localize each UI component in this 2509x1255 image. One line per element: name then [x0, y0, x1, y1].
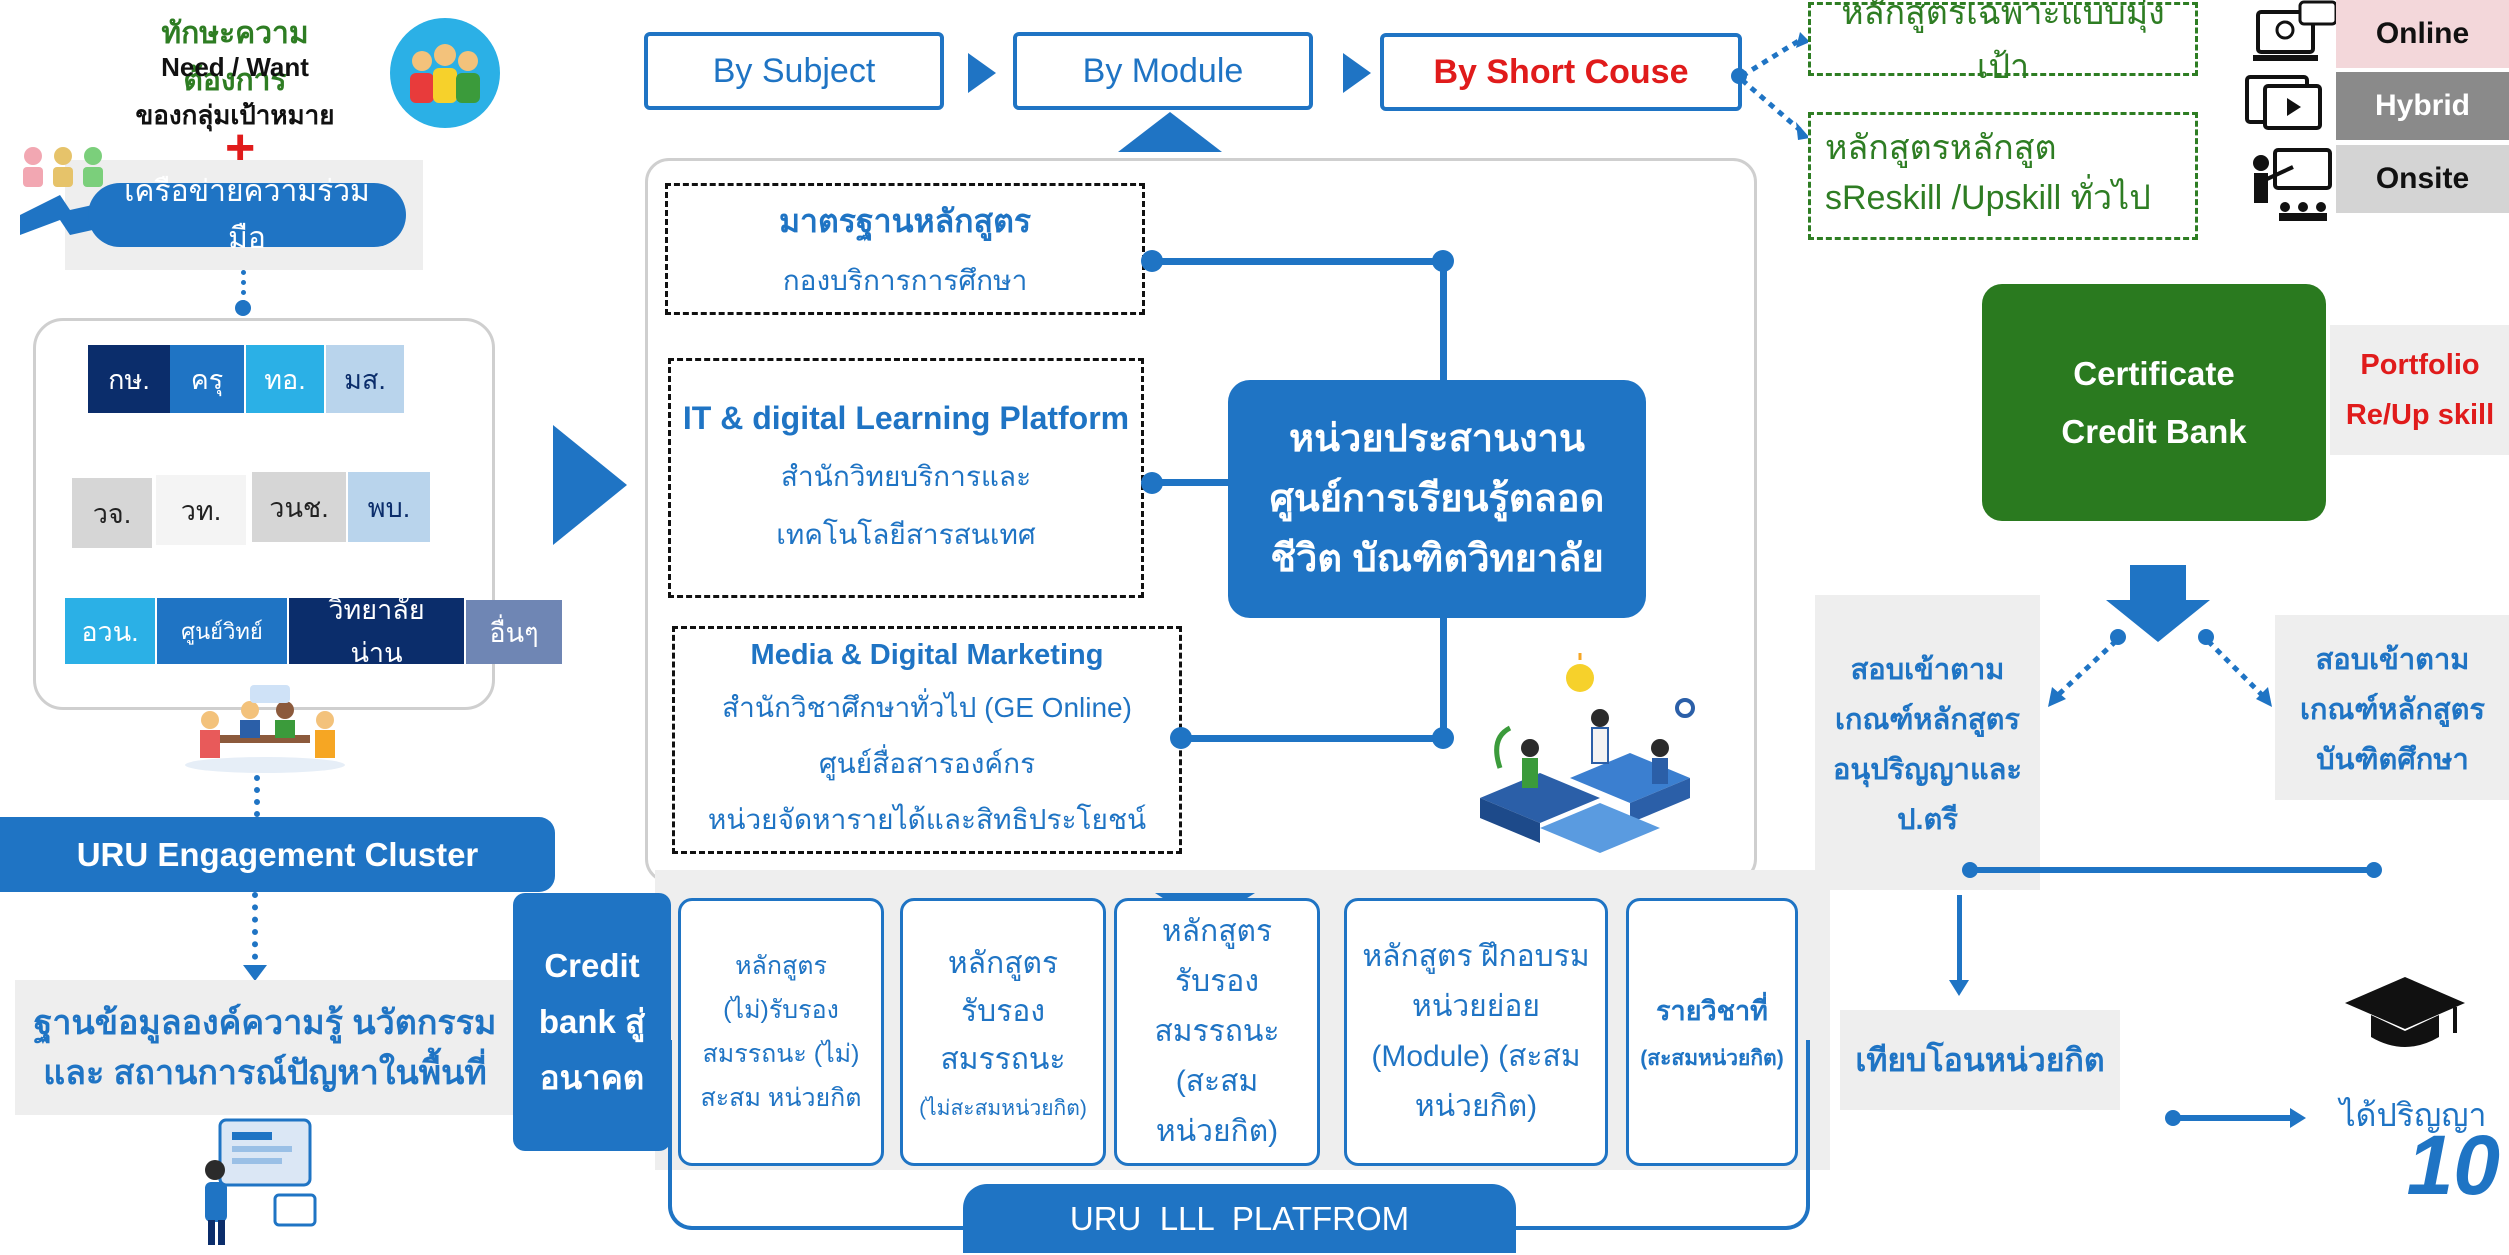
partner-tag: วจ. [72, 478, 152, 548]
knowledge-panel [15, 980, 515, 1115]
reskill-course-box: หลักสูตรหลักสูต sReskill /Upskill ทั่วไป [1808, 112, 2198, 240]
connector-cluster-knowledge [252, 892, 258, 972]
partner-tag: พบ. [348, 472, 430, 542]
arrow-down-icon [1949, 980, 1969, 996]
mode-online: Online [2336, 0, 2509, 68]
media-title: Media & Digital Marketing [750, 638, 1104, 671]
knowledge-base-text: ฐานข้อมูลองค์ความรู้ นวัตกรรม และ สถานกา… [33, 1003, 497, 1092]
module-up-arrow-icon [1118, 112, 1222, 152]
graduation-cap-icon [2343, 975, 2468, 1055]
need-subtitle: Need / Want [161, 52, 309, 82]
transfer-text: เทียบโอนหน่วยกิต [1855, 1041, 2105, 1078]
hybrid-icon [2245, 72, 2335, 142]
exam-right-panel [2275, 615, 2509, 800]
course-card: หลักสูตร (ไม่)รับรอง สมรรถนะ (ไม่) สะสม … [678, 898, 884, 1166]
lll-platform-label: URU LLL PLATFROM [963, 1184, 1516, 1253]
targeted-course-box: หลักสูตรเฉพาะแบบมุ่งเป้า [1808, 0, 2198, 86]
connector-line [1440, 615, 1447, 735]
connector-line [1957, 895, 1962, 985]
media-sub3: หน่วยจัดหารายได้และสิทธิประโยชน์ [707, 803, 1147, 835]
media-sub2: ศูนย์สื่อสารองค์กร [818, 747, 1036, 779]
person-laptop-illustration [180, 1110, 330, 1250]
meeting-illustration [180, 680, 350, 775]
portfolio-panel [2330, 325, 2509, 455]
degree-text: ได้ปริญญา [2339, 1097, 2487, 1133]
by-short-course-button[interactable]: By Short Couse [1380, 33, 1742, 111]
page-number: 10 [2406, 1118, 2500, 1212]
partner-tag: ทอ. [246, 345, 324, 413]
connector-dot [2366, 862, 2382, 878]
short-course-connectors [1740, 32, 1810, 140]
mode-onsite: Onsite [2336, 145, 2509, 213]
course-note: (สะสมหน่วยกิต) [1640, 1047, 1784, 1070]
partner-tag: มส. [326, 345, 404, 413]
flow-arrow-icon [1343, 53, 1371, 93]
partner-tag: วนช. [252, 472, 346, 542]
course-card: รายวิชาที่ (สะสมหน่วยกิต) [1626, 898, 1798, 1166]
partner-tag: ครุ [170, 345, 244, 413]
onsite-icon [2245, 145, 2335, 225]
connector-partners-cluster [254, 775, 260, 817]
connector-dot [235, 300, 251, 316]
partner-tag: กษ. [88, 345, 170, 413]
by-subject-button[interactable]: By Subject [644, 32, 944, 110]
flow-arrow-icon [968, 53, 996, 93]
course-title: หลักสูตร ฝึกอบรมหน่วยย่อย (Module) (สะสม… [1362, 940, 1590, 1123]
course-note: (ไม่สะสมหน่วยกิต) [919, 1096, 1087, 1120]
course-card: หลักสูตร รับรองสมรรถนะ (สะสมหน่วยกิต) [1114, 898, 1320, 1166]
connector-line [1150, 258, 1446, 265]
connector-line [1150, 479, 1240, 486]
arrow-right-icon [2290, 1108, 2306, 1128]
course-title: หลักสูตร รับรองสมรรถนะ [940, 946, 1066, 1076]
puzzle-team-illustration [1470, 648, 1730, 868]
it-platform-title: IT & digital Learning Platform [682, 399, 1130, 436]
exam-left-panel [1815, 595, 2040, 890]
certificate-credit-bank: Certificate Credit Bank [1982, 284, 2326, 521]
connector-network-partners [241, 270, 246, 315]
exam-left-text: สอบเข้าตาม เกณฑ์หลักสูตร อนุปริญญาและ ป.… [1833, 654, 2022, 836]
media-box: Media & Digital Marketing สำนักวิชาศึกษา… [672, 626, 1182, 854]
partner-tag: วิทยาลัยน่าน [289, 595, 464, 668]
standard-subtitle: กองบริการการศึกษา [782, 264, 1028, 296]
course-card: หลักสูตร รับรองสมรรถนะ (ไม่สะสมหน่วยกิต) [900, 898, 1106, 1166]
mode-hybrid: Hybrid [2336, 72, 2509, 140]
course-title: รายวิชาที่ [1656, 996, 1768, 1026]
connector-line [2175, 1115, 2293, 1121]
need-target: ของกลุ่มเป้าหมาย [135, 100, 335, 130]
transfer-panel [1840, 1010, 2120, 1110]
it-platform-box: IT & digital Learning Platform สำนักวิทย… [668, 358, 1144, 598]
course-title: หลักสูตร (ไม่)รับรอง สมรรถนะ (ไม่) สะสม … [700, 952, 862, 1112]
big-down-arrow-icon [2130, 565, 2186, 605]
need-title: ทักษะความต้องการ [161, 17, 309, 97]
media-sub1: สำนักวิชาศึกษาทั่วไป (GE Online) [722, 691, 1132, 723]
it-platform-sub1: สำนักวิทยบริการและ [780, 460, 1032, 492]
exam-right-text: สอบเข้าตาม เกณฑ์หลักสูตร บันฑิตศึกษา [2299, 644, 2485, 776]
hub-box: หน่วยประสานงานศูนย์การเรียนรู้ตลอดชีวิต … [1228, 380, 1646, 618]
by-module-button[interactable]: By Module [1013, 32, 1313, 110]
connector-dot [2165, 1110, 2181, 1126]
course-title: หลักสูตร รับรองสมรรถนะ (สะสมหน่วยกิต) [1154, 915, 1280, 1148]
forward-arrow-icon [553, 425, 627, 545]
people-group-icon [390, 18, 500, 128]
standard-title: มาตรฐานหลักสูตร [778, 202, 1032, 239]
cluster-label: URU Engagement Cluster [0, 817, 555, 892]
partner-tag: อื่นๆ [466, 600, 562, 664]
course-card: หลักสูตร ฝึกอบรมหน่วยย่อย (Module) (สะสม… [1344, 898, 1608, 1166]
it-platform-sub2: เทคโนโลยีสารสนเทศ [776, 518, 1036, 550]
standard-box: มาตรฐานหลักสูตร กองบริการการศึกษา [665, 183, 1145, 315]
partner-tag: อวน. [65, 598, 155, 664]
connector-line [1440, 262, 1447, 382]
network-label: เครือข่ายความร่วมมือ [88, 175, 406, 255]
partner-tag: ศูนย์วิทย์ [157, 598, 287, 664]
connector-line [1970, 867, 2372, 873]
connector-line [1180, 735, 1442, 742]
connector-dot [1432, 727, 1454, 749]
split-arrows [2048, 629, 2272, 707]
arrow-down-icon [243, 965, 267, 981]
portfolio-text: Portfolio Re/Up skill [2345, 349, 2495, 431]
partner-tag: วท. [156, 475, 246, 545]
online-icon [2250, 0, 2340, 70]
credit-bank-future: Credit bank สู่อนาคต [513, 893, 671, 1151]
connector-dot [1432, 250, 1454, 272]
